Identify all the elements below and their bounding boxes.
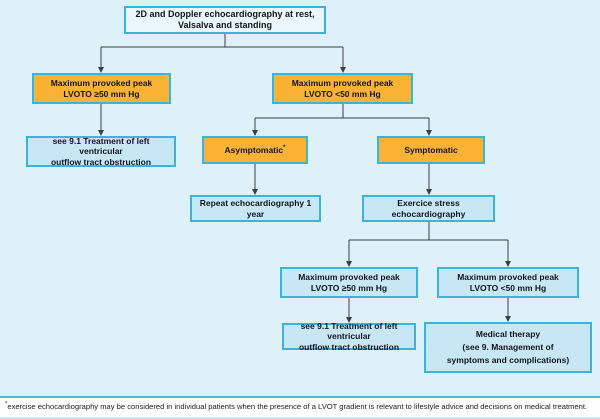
footnote-text: exercise echocardiography may be conside… xyxy=(7,402,588,411)
node-text-line: Maximum provoked peak xyxy=(457,272,559,282)
node-stress-max-peak-lvoto-lt50: Maximum provoked peak LVOTO <50 mm Hg xyxy=(437,267,579,298)
footnote-marker: * xyxy=(283,144,286,151)
node-text-line: Symptomatic xyxy=(404,144,458,155)
footnote-marker: * xyxy=(5,401,8,408)
node-text-line: LVOTO ≥50 mm Hg xyxy=(310,282,388,293)
arrowheads xyxy=(98,67,511,323)
node-text-line: Maximum provoked peak xyxy=(50,78,153,88)
node-text-line: Maximum provoked peak xyxy=(291,78,394,88)
node-2d-doppler-echo-at-rest: 2D and Doppler echocardiography at rest,… xyxy=(124,6,326,34)
node-text-line: Valsalva and standing xyxy=(177,20,273,30)
footnote: *exercise echocardiography may be consid… xyxy=(0,398,600,419)
node-symptomatic: Symptomatic xyxy=(377,136,485,164)
node-text-line: (see 9. Management of xyxy=(462,342,554,352)
node-text-line: Exercice stress echocardiography xyxy=(391,198,466,219)
node-repeat-echocardiography-1-year: Repeat echocardiography 1 year xyxy=(190,195,321,222)
node-text-line: Medical therapy xyxy=(475,329,541,339)
node-text-line: see 9.1 Treatment of left ventricular xyxy=(300,320,398,342)
node-text-line: see 9.1 Treatment of left ventricular xyxy=(52,135,150,157)
node-text-line: Maximum provoked peak xyxy=(298,272,400,282)
node-see-91-treatment-lvot-obstruction-bottom: see 9.1 Treatment of left ventricular ou… xyxy=(282,320,416,352)
node-text-line: LVOTO ≥50 mm Hg xyxy=(63,88,140,99)
node-see-91-treatment-lvot-obstruction: see 9.1 Treatment of left ventricular ou… xyxy=(26,136,176,167)
node-text-line: outflow tract obstruction xyxy=(298,341,400,352)
node-text-line: symptoms and complications) xyxy=(446,355,570,365)
node-text-line: Repeat echocardiography 1 year xyxy=(199,198,312,219)
node-text-line: LVOTO <50 mm Hg xyxy=(469,282,547,293)
node-asymptomatic: Asymptomatic* xyxy=(202,136,308,164)
node-medical-therapy: Medical therapy (see 9. Management of sy… xyxy=(424,322,592,373)
connector-lines xyxy=(98,34,511,323)
node-stress-max-peak-lvoto-ge50: Maximum provoked peak LVOTO ≥50 mm Hg xyxy=(280,267,418,298)
node-text-line: Asymptomatic* xyxy=(224,144,286,155)
node-text-line: outflow tract obstruction xyxy=(50,156,152,167)
flowchart-panel: 2D and Doppler echocardiography at rest,… xyxy=(0,0,600,398)
node-text-line: 2D and Doppler echocardiography at rest, xyxy=(135,9,315,19)
node-exercise-stress-echocardiography: Exercice stress echocardiography xyxy=(362,195,495,222)
node-text-line: LVOTO <50 mm Hg xyxy=(304,88,381,99)
node-max-peak-lvoto-lt50: Maximum provoked peak LVOTO <50 mm Hg xyxy=(272,73,413,104)
node-max-peak-lvoto-ge50: Maximum provoked peak LVOTO ≥50 mm Hg xyxy=(32,73,171,104)
